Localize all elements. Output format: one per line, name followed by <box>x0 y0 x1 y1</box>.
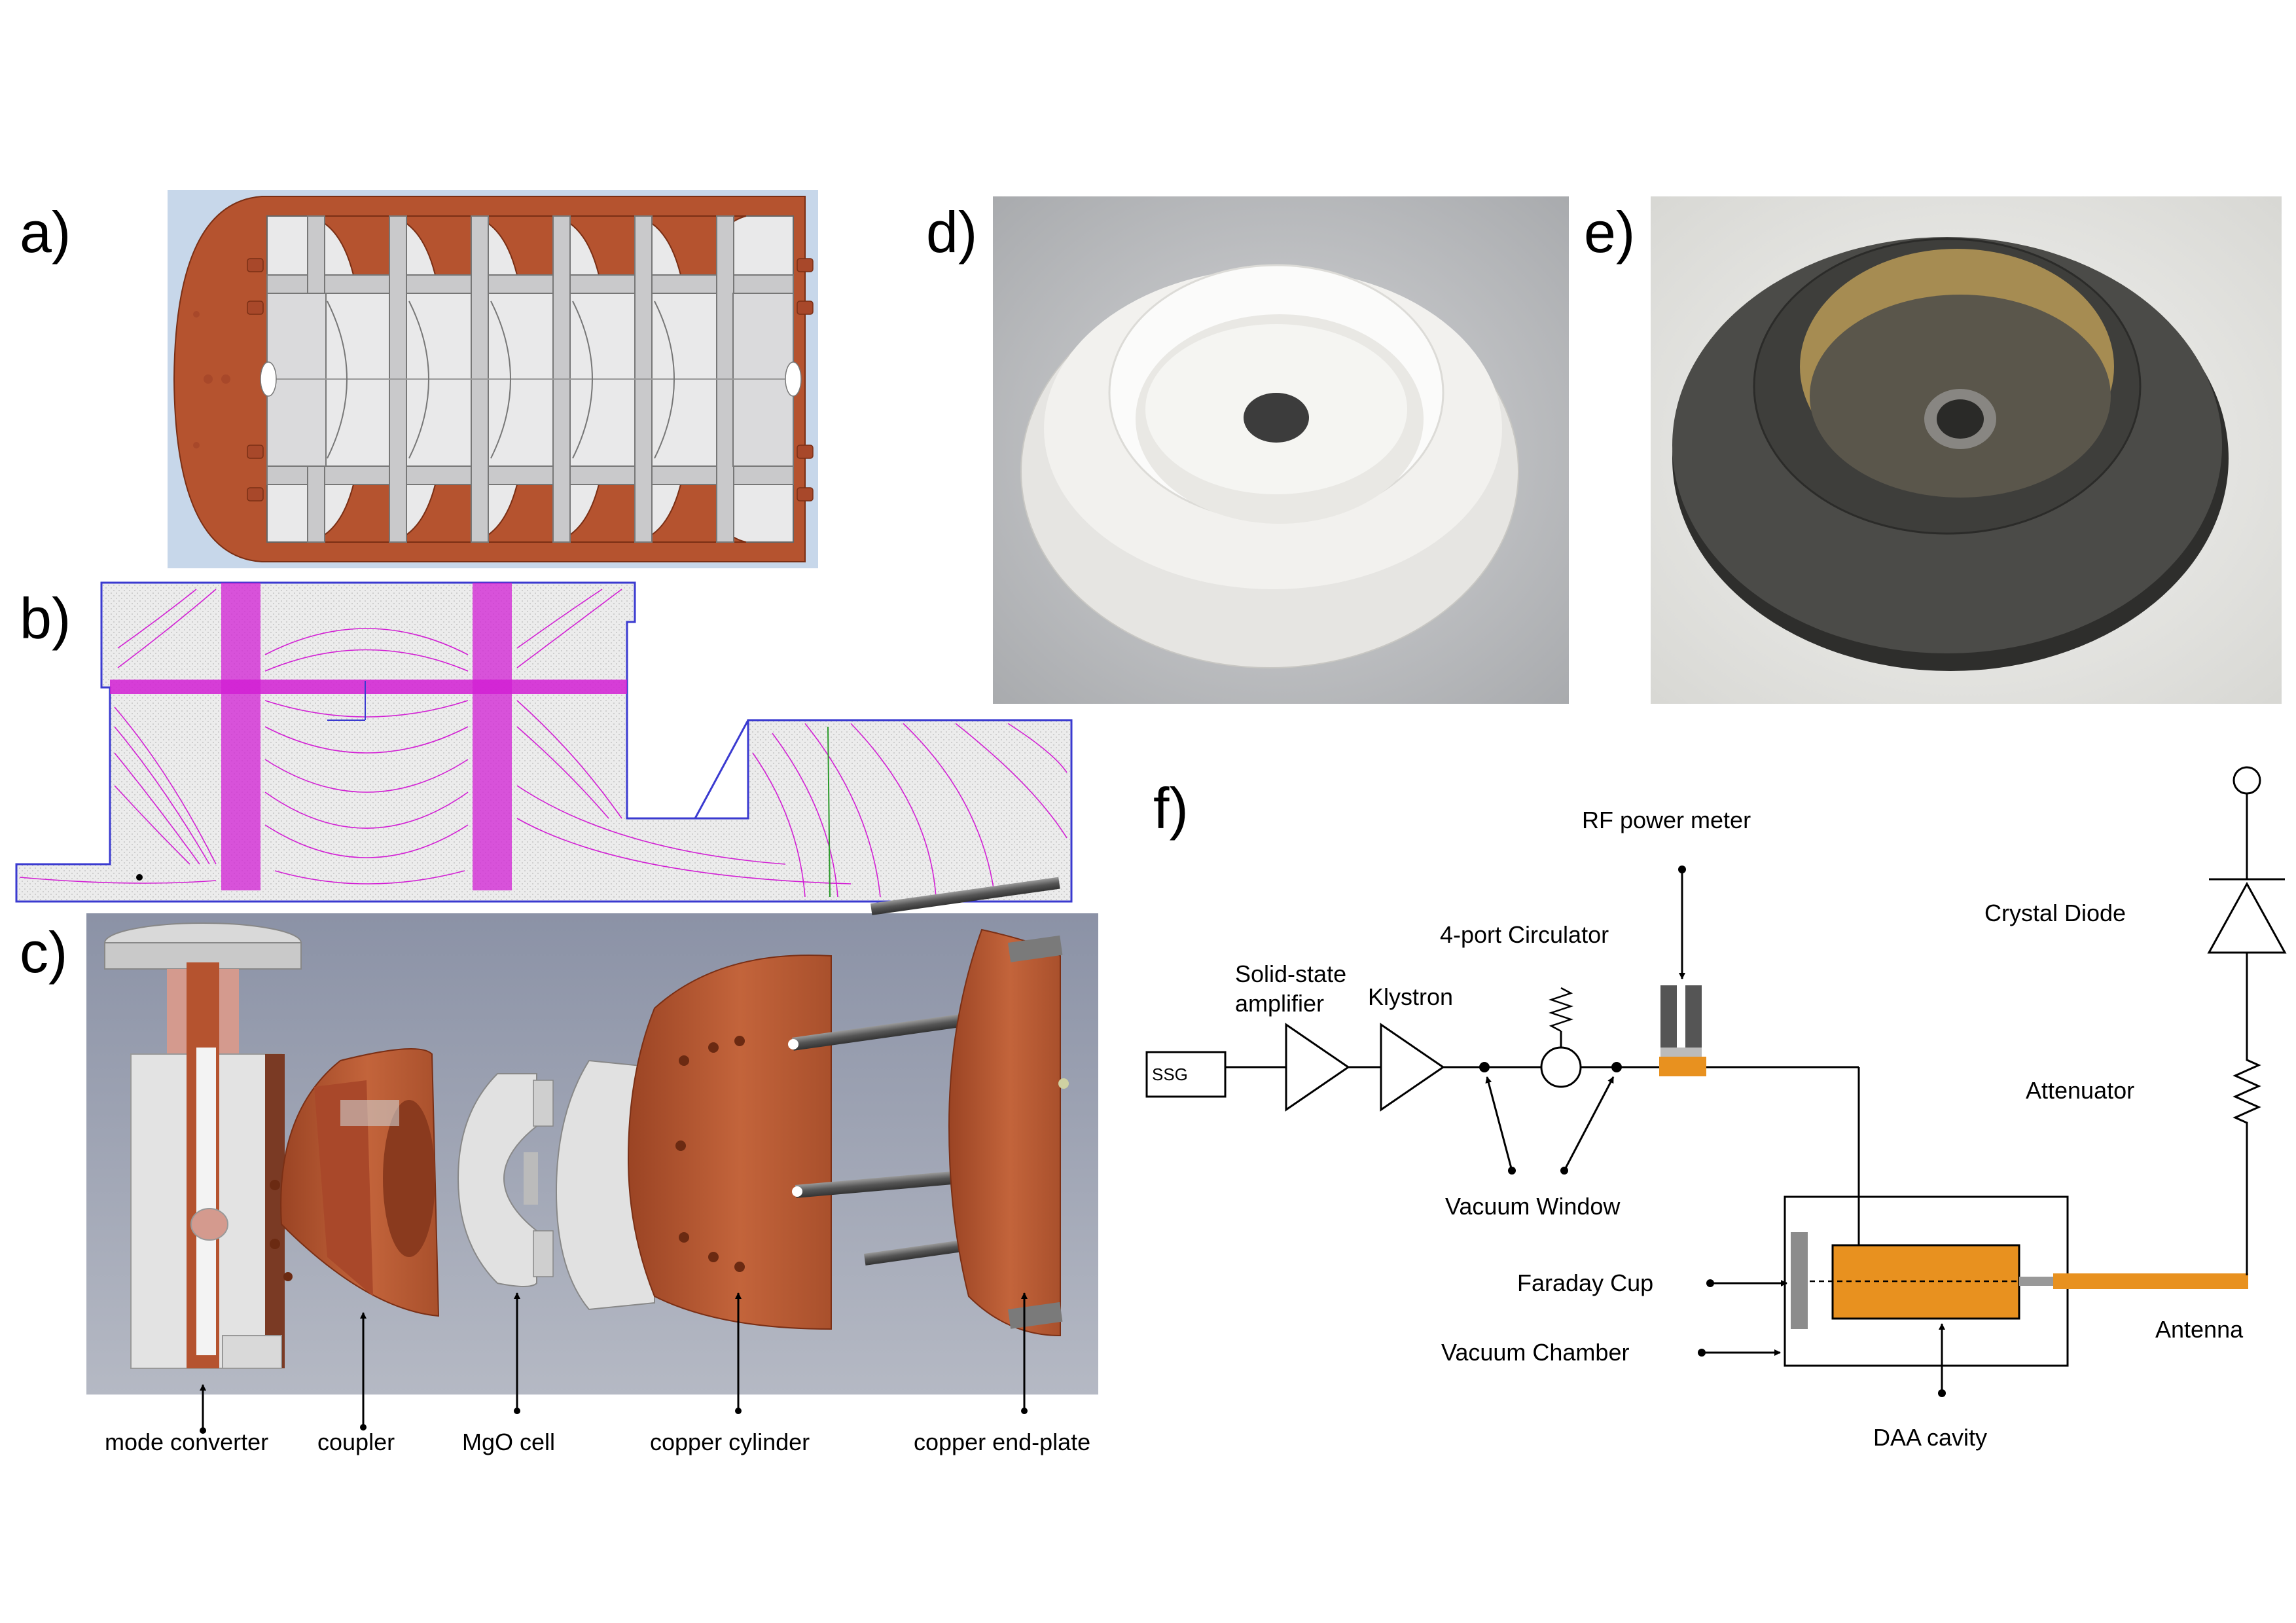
panel-d-white-ceramic-photo <box>993 196 1569 704</box>
faraday-cup-plate <box>1791 1232 1808 1329</box>
label-amplifier-line2: amplifier <box>1235 990 1324 1017</box>
panel-letter-e: e) <box>1584 200 1635 264</box>
label-copper-cylinder: copper cylinder <box>650 1429 810 1455</box>
mgo-cell-part <box>457 1073 554 1287</box>
label-faraday-cup: Faraday Cup <box>1517 1269 1653 1296</box>
panel-letter-a: a) <box>20 200 71 264</box>
panel-letter-b: b) <box>20 586 71 651</box>
panel-f-schematic <box>1145 766 2287 1367</box>
label-amplifier-line1: Solid-state <box>1235 960 1346 987</box>
label-crystal-diode: Crystal Diode <box>1984 900 2126 926</box>
label-klystron: Klystron <box>1368 983 1453 1010</box>
panel-a-cad-cross-section <box>168 190 818 568</box>
label-coupler: coupler <box>317 1429 395 1455</box>
panel-c-arrows <box>200 1292 1028 1431</box>
label-circulator: 4-port Circulator <box>1440 921 1609 948</box>
ssg-box <box>1145 1051 1227 1098</box>
klystron-triangle <box>1380 1023 1445 1112</box>
label-attenuator: Attenuator <box>2026 1077 2134 1104</box>
crystal-diode-symbol <box>2207 881 2287 954</box>
rf-power-meter-sensor <box>1659 1057 1706 1076</box>
panel-letter-f: f) <box>1153 776 1189 841</box>
label-vacuum-chamber: Vacuum Chamber <box>1441 1339 1629 1366</box>
label-vacuum-window: Vacuum Window <box>1445 1193 1621 1220</box>
panel-c-exploded-render: mode converter coupler MgO cell copper c… <box>86 877 1098 1455</box>
panel-e-dark-ceramic-photo <box>1651 196 2282 704</box>
copper-end-plate-part <box>948 928 1069 1337</box>
antenna-rod <box>2053 1273 2248 1289</box>
label-rf-power-meter: RF power meter <box>1582 807 1751 833</box>
schematic-junctions <box>1479 866 1946 1397</box>
copper-cylinder-part <box>555 955 832 1330</box>
label-mgo-cell: MgO cell <box>462 1429 555 1455</box>
amplifier-triangle <box>1285 1023 1350 1112</box>
attenuator-resistor <box>2233 1027 2261 1136</box>
schematic-arrows <box>1485 871 1945 1391</box>
label-copper-end-plate: copper end-plate <box>914 1429 1090 1455</box>
label-mode-converter: mode converter <box>105 1429 268 1455</box>
panel-letter-d: d) <box>926 200 977 264</box>
label-daa-cavity: DAA cavity <box>1873 1424 1987 1451</box>
label-ssg: SSG <box>1152 1065 1188 1084</box>
panel-b-field-simulation <box>15 581 1073 903</box>
panel-letter-c: c) <box>20 920 67 985</box>
coupler-part <box>270 1048 440 1317</box>
mode-converter-part <box>104 922 302 1369</box>
label-antenna: Antenna <box>2155 1316 2244 1343</box>
circulator-symbol <box>1540 1046 1582 1088</box>
